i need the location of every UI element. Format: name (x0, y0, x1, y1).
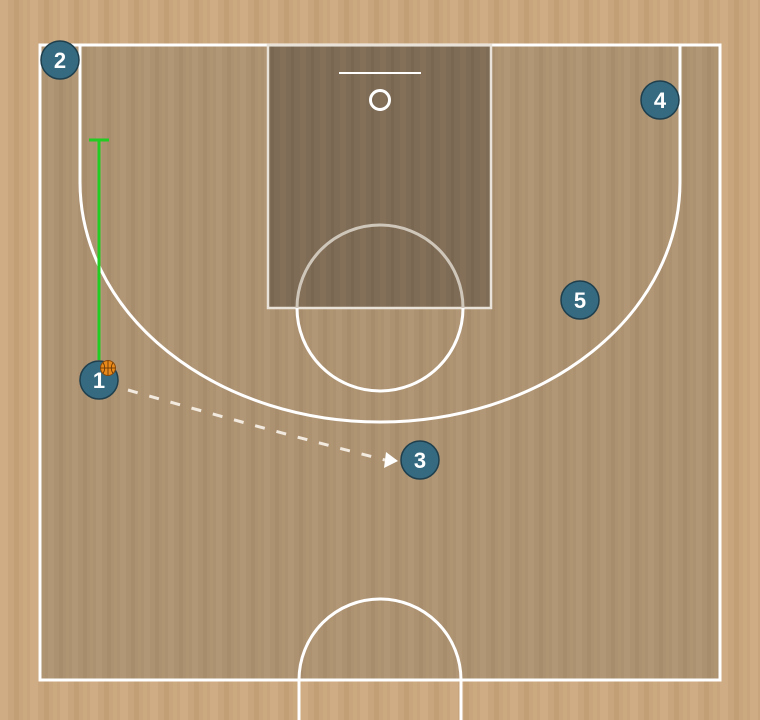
player-token (400, 440, 440, 480)
player-number: 3 (414, 448, 426, 473)
lane-lines (266, 43, 493, 310)
player-token (560, 280, 600, 320)
arrowhead-icon (384, 452, 398, 468)
player-5[interactable]: 5 (560, 280, 600, 320)
basketball-icon (100, 360, 116, 376)
free-throw-circle-bottom (295, 307, 465, 393)
rim (369, 89, 391, 111)
paint-area (268, 45, 491, 308)
screen-action (89, 138, 109, 360)
player-number: 5 (574, 288, 586, 313)
center-circle (297, 597, 463, 720)
player-token (40, 40, 80, 80)
player-3[interactable]: 3 (400, 440, 440, 480)
player-number: 4 (654, 88, 667, 113)
player-1[interactable]: 1 (79, 360, 119, 400)
free-throw-circle-top (295, 223, 465, 309)
three-point-line (78, 45, 682, 424)
player-4[interactable]: 4 (640, 80, 680, 120)
pass-line (127, 388, 386, 462)
pass-action (127, 388, 398, 468)
player-2[interactable]: 2 (40, 40, 80, 80)
player-token (640, 80, 680, 120)
player-number: 1 (93, 368, 105, 393)
player-number: 2 (54, 48, 66, 73)
